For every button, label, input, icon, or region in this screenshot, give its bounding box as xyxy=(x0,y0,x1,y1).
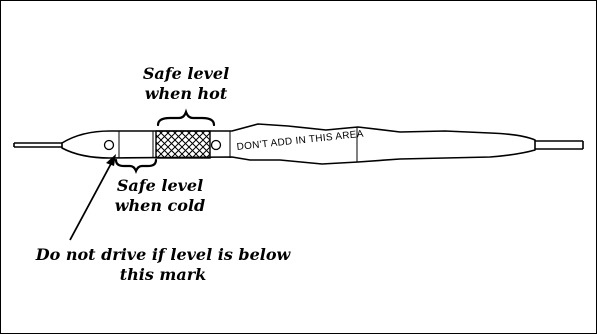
label-warning-line1: Do not drive if level is below xyxy=(35,245,291,264)
label-warning-line2: this mark xyxy=(119,265,207,284)
label-safe-cold-line1: Safe level xyxy=(116,176,204,195)
warning-arrow xyxy=(69,154,116,241)
label-safe-hot-line2: when hot xyxy=(144,84,228,103)
full-level-hole xyxy=(210,139,222,151)
dipstick-right-tip xyxy=(535,140,584,150)
label-safe-cold: Safe level when cold xyxy=(104,176,216,216)
safe-hot-crosshatch xyxy=(155,130,211,159)
label-warning: Do not drive if level is below this mark xyxy=(18,245,308,285)
low-level-hole xyxy=(103,139,115,151)
label-safe-hot-line1: Safe level xyxy=(142,64,230,83)
brace-safe-cold xyxy=(114,158,158,174)
dipstick-left-tip xyxy=(13,142,62,148)
brace-safe-hot xyxy=(156,108,216,127)
label-safe-cold-line2: when cold xyxy=(114,196,206,215)
label-safe-hot: Safe level when hot xyxy=(130,64,242,104)
